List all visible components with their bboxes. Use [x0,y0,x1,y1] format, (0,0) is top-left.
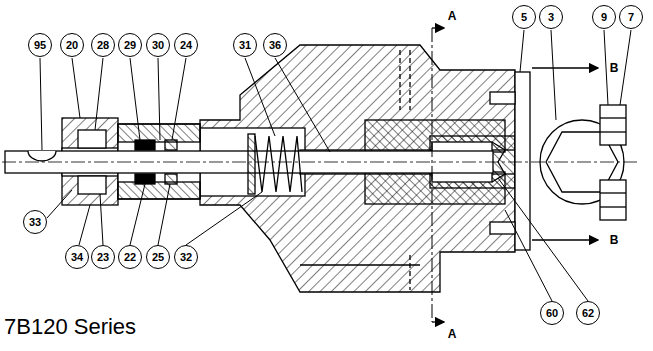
callout-number: 60 [540,301,564,325]
callout-number: 5 [512,5,536,29]
section-letter: B [609,233,620,247]
section-letter: A [447,9,458,23]
callout-number: 23 [91,245,115,269]
callout-number: 34 [65,245,89,269]
callout-number: 36 [263,33,287,57]
callout-number: 95 [28,33,52,57]
callout-number: 32 [174,245,198,269]
callout-number: 3 [539,5,563,29]
section-letter: A [447,327,458,341]
callout-number: 29 [118,33,142,57]
callout-number: 7 [619,5,643,29]
callout-number: 62 [576,301,600,325]
callout-number: 30 [146,33,170,57]
callout-number: 22 [118,245,142,269]
callout-number: 28 [91,33,115,57]
callout-number: 24 [174,33,198,57]
section-letter: B [609,61,620,75]
callout-number: 31 [233,33,257,57]
callout-number: 9 [592,5,616,29]
callout-number: 25 [146,245,170,269]
callout-number: 33 [23,210,47,234]
callout-number: 20 [60,33,84,57]
series-title: 7B120 Series [4,314,136,340]
